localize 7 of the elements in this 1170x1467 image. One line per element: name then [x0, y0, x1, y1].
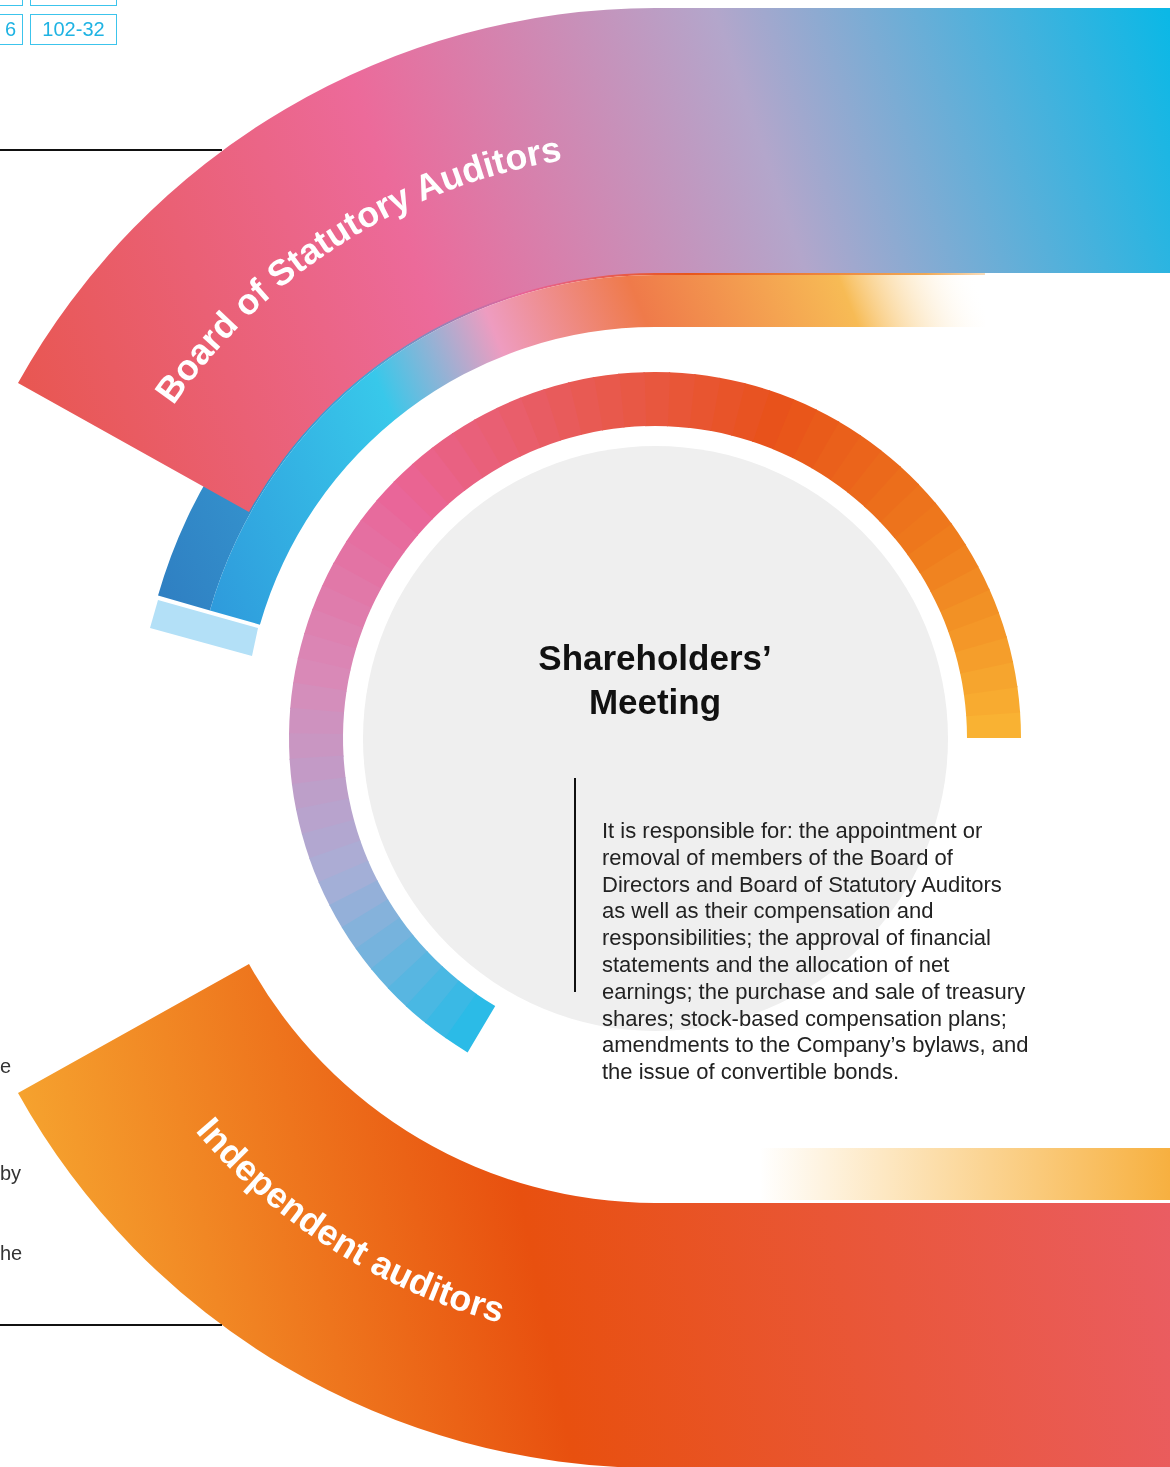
text-fragment: he — [0, 1241, 23, 1265]
reference-tag: 102-32 — [30, 14, 117, 45]
node-title: Shareholders’ Meeting — [537, 637, 773, 723]
reference-tag: 6 — [0, 14, 23, 45]
description-text: It is responsible for: the appointment or removal of members of the Board of Directors and Board of Statutory Auditors as well as their compensation and responsibilities; the approval of financial statements and the allocation of net earnings; the purchase and sale of treasury shares; stock-based compensation plans; amendments to the Company’s bylaws, and the issue of convertible bonds. — [602, 818, 1030, 1086]
text-fragment: by — [0, 1161, 22, 1185]
text-fragment: e — [0, 1054, 12, 1078]
